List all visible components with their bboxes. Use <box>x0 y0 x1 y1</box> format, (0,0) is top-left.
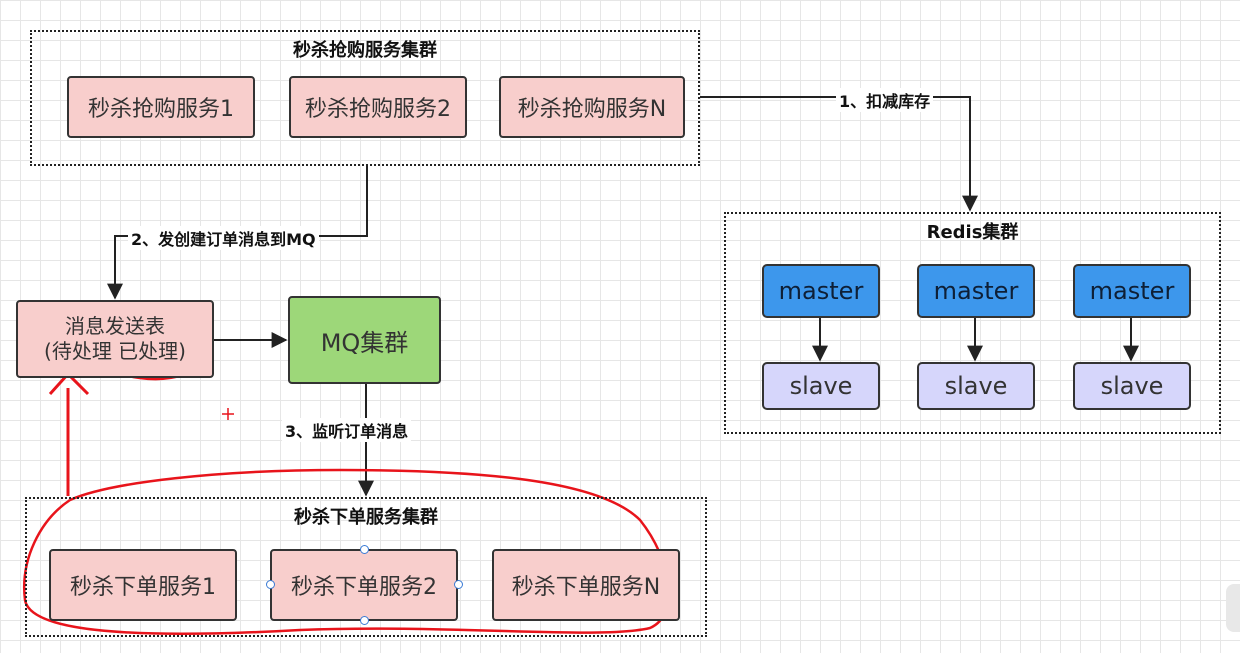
order-service-cluster[interactable]: 秒杀下单服务集群 <box>25 497 707 637</box>
redis-master-1[interactable]: master <box>762 264 880 318</box>
redis-slave-2[interactable]: slave <box>917 362 1035 410</box>
message-table-states: (待处理 已处理) <box>44 339 186 363</box>
edge-label-deduct-stock: 1、扣减库存 <box>836 88 934 112</box>
rush-service-cluster[interactable]: 秒杀抢购服务集群 <box>30 30 700 166</box>
edge-label-create-order-msg: 2、发创建订单消息到MQ <box>128 226 319 250</box>
edge-deduct-stock <box>700 96 978 212</box>
side-scroll-tab[interactable] <box>1226 584 1240 632</box>
annotation-plus-mark <box>222 408 234 420</box>
redis-slave-3[interactable]: slave <box>1073 362 1191 410</box>
selection-handle-left[interactable] <box>266 580 275 589</box>
selection-handle-top[interactable] <box>360 545 369 554</box>
rush-service-1[interactable]: 秒杀抢购服务1 <box>67 76 255 138</box>
redis-slave-1[interactable]: slave <box>762 362 880 410</box>
selection-handle-bottom[interactable] <box>360 616 369 625</box>
redis-master-2[interactable]: master <box>917 264 1035 318</box>
rush-service-2[interactable]: 秒杀抢购服务2 <box>289 76 467 138</box>
rush-cluster-title: 秒杀抢购服务集群 <box>293 40 437 61</box>
edge-label-listen-order-msg: 3、监听订单消息 <box>282 418 412 442</box>
rush-service-n[interactable]: 秒杀抢购服务N <box>499 76 685 138</box>
order-cluster-title: 秒杀下单服务集群 <box>294 507 438 528</box>
annotation-loop-order-group <box>23 468 670 635</box>
order-service-n[interactable]: 秒杀下单服务N <box>492 549 680 621</box>
selection-handle-right[interactable] <box>454 580 463 589</box>
order-service-1[interactable]: 秒杀下单服务1 <box>49 549 237 621</box>
order-service-2[interactable]: 秒杀下单服务2 <box>270 549 458 621</box>
message-table-title: 消息发送表 <box>65 314 165 338</box>
redis-master-3[interactable]: master <box>1073 264 1191 318</box>
redis-cluster[interactable]: Redis集群 <box>724 212 1221 434</box>
redis-cluster-title: Redis集群 <box>926 222 1019 243</box>
message-send-table[interactable]: 消息发送表 (待处理 已处理) <box>16 300 214 378</box>
mq-cluster[interactable]: MQ集群 <box>288 296 441 384</box>
